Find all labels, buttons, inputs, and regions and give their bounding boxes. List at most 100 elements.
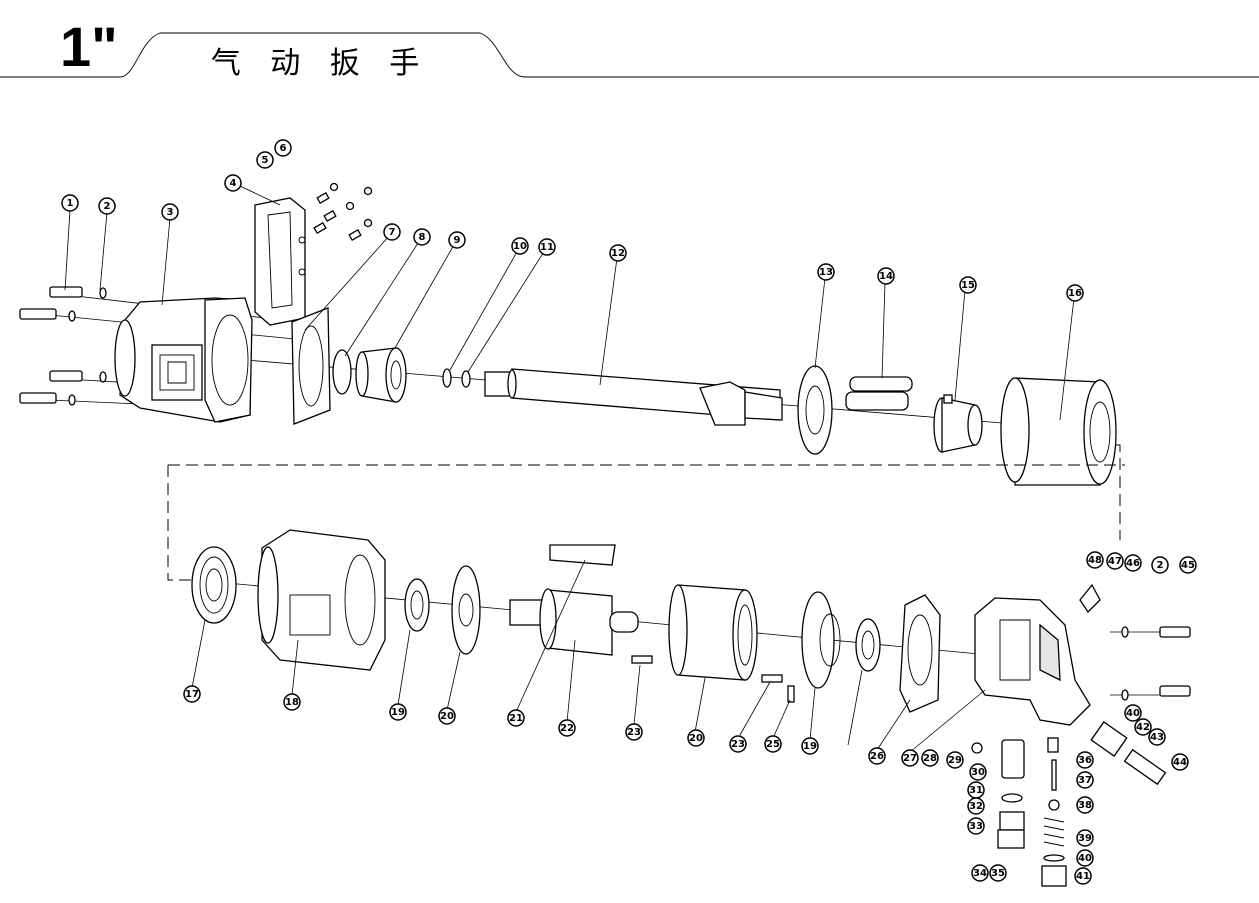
callout-label: 3 [167, 207, 174, 218]
header-rule [0, 32, 1259, 78]
callout-label: 26 [870, 751, 884, 762]
callout-label: 36 [1078, 755, 1092, 766]
part-bearing-17 [191, 546, 237, 624]
header: 1" 气 动 扳 手 [0, 15, 1259, 81]
callout-label: 46 [1126, 558, 1140, 569]
callout-17: 17 [183, 685, 201, 703]
callout-label: 1 [67, 198, 74, 209]
callout-13: 13 [817, 263, 835, 281]
callout-42: 42 [1134, 718, 1152, 736]
callout-9: 9 [448, 231, 466, 249]
part-front-housing [114, 297, 253, 423]
callout-label: 8 [419, 232, 426, 243]
callout-15: 15 [959, 276, 977, 294]
part-ring-11 [461, 370, 471, 388]
callout-44: 44 [1171, 753, 1189, 771]
callout-label: 5 [262, 155, 269, 166]
part-plate [797, 365, 833, 455]
callout-label: 23 [627, 727, 641, 738]
callout-label: 16 [1068, 288, 1082, 299]
callout-label: 18 [285, 697, 299, 708]
callout-40: 40 [1124, 704, 1142, 722]
callout-label: 40 [1078, 853, 1092, 864]
callout-46: 46 [1124, 554, 1142, 572]
callout-label: 33 [969, 821, 983, 832]
callout-40: 40 [1076, 849, 1094, 867]
callout-8: 8 [413, 228, 431, 246]
callout-label: 31 [969, 785, 983, 796]
callout-30: 30 [969, 763, 987, 781]
callout-label: 47 [1108, 556, 1122, 567]
callout-21: 21 [507, 709, 525, 727]
callout-label: 13 [819, 267, 833, 278]
part-ring-10 [442, 368, 452, 388]
callout-label: 35 [991, 868, 1005, 879]
part-end-plate-20 [451, 565, 481, 655]
callout-label: 27 [903, 753, 917, 764]
callout-48: 48 [1086, 551, 1104, 569]
callout-label: 41 [1076, 871, 1090, 882]
callout-3: 3 [161, 203, 179, 221]
callout-label: 32 [969, 801, 983, 812]
part-rear-hardware [1079, 583, 1191, 701]
part-handle [254, 197, 306, 326]
callout-12: 12 [609, 244, 627, 262]
callout-label: 10 [513, 241, 527, 252]
callout-28: 28 [921, 749, 939, 767]
callout-36: 36 [1076, 751, 1094, 769]
part-bearing-19 [404, 578, 430, 632]
callout-37: 37 [1076, 771, 1094, 789]
callout-7: 7 [383, 223, 401, 241]
part-gasket [291, 307, 331, 425]
callout-label: 19 [391, 707, 405, 718]
callout-18: 18 [283, 693, 301, 711]
callout-label: 4 [230, 178, 237, 189]
callout-38: 38 [1076, 796, 1094, 814]
part-motor-housing [257, 529, 386, 671]
callout-5: 5 [256, 151, 274, 169]
callout-32: 32 [967, 797, 985, 815]
callout-2: 2 [1151, 556, 1169, 574]
callout-19: 19 [389, 703, 407, 721]
callout-label: 34 [973, 868, 987, 879]
callout-34: 34 [971, 864, 989, 882]
callout-31: 31 [967, 781, 985, 799]
callout-label: 39 [1078, 833, 1092, 844]
part-anvil-shaft [484, 368, 783, 426]
part-air-inlet [1090, 721, 1167, 786]
callout-47: 47 [1106, 552, 1124, 570]
callout-label: 12 [611, 248, 625, 259]
callout-label: 19 [803, 741, 817, 752]
callout-4: 4 [224, 174, 242, 192]
callout-label: 20 [689, 733, 703, 744]
callout-27: 27 [901, 749, 919, 767]
callout-23: 23 [625, 723, 643, 741]
part-pin-25 [787, 685, 795, 703]
part-hammer-cage [933, 394, 983, 453]
part-bushing [355, 347, 407, 403]
part-pin-23b [761, 674, 783, 683]
callout-39: 39 [1076, 829, 1094, 847]
part-cylinder-housing [1000, 377, 1117, 486]
callout-label: 22 [560, 723, 574, 734]
callout-label: 17 [185, 689, 199, 700]
callout-label: 2 [104, 201, 111, 212]
callout-label: 44 [1173, 757, 1187, 768]
part-screws-upper [19, 286, 83, 404]
callout-41: 41 [1074, 867, 1092, 885]
callout-2: 2 [98, 197, 116, 215]
callout-45: 45 [1179, 556, 1197, 574]
callout-label: 7 [389, 227, 396, 238]
callout-43: 43 [1148, 728, 1166, 746]
part-o-ring [332, 349, 352, 395]
callout-33: 33 [967, 817, 985, 835]
callout-label: 38 [1078, 800, 1092, 811]
callout-10: 10 [511, 237, 529, 255]
part-pin-23a [631, 655, 653, 664]
callout-1: 1 [61, 194, 79, 212]
part-bearing-19b [855, 618, 881, 672]
callout-label: 2 [1157, 560, 1164, 571]
callout-label: 30 [971, 767, 985, 778]
